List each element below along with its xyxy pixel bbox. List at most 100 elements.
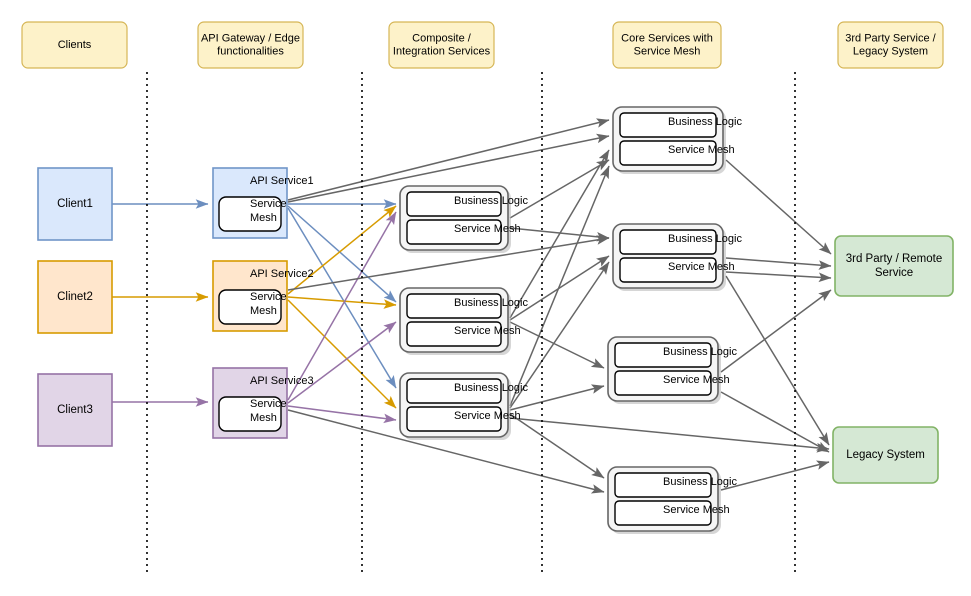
api-service-title-api2: API Service2 (250, 268, 314, 280)
business-logic-box (614, 342, 712, 368)
connector-api3-comp2 (287, 321, 397, 404)
business-logic-label-comp1: Business Logic (454, 195, 528, 207)
connector-api2-core2 (287, 235, 610, 291)
connector-api3-core4 (287, 409, 605, 494)
lane-header-box (612, 21, 722, 69)
connector-api2-comp3 (287, 299, 397, 409)
connector-comp3-legacy (509, 417, 830, 453)
connector-comp3-core3 (509, 384, 605, 411)
connector-comp3-core2 (509, 261, 610, 409)
connector-core2-3rd-b (725, 271, 832, 283)
service-mesh-label-comp1: Service Mesh (454, 223, 521, 235)
connector-api2-comp2 (287, 296, 397, 309)
lane-header-label-composite: Composite /Integration Services (393, 32, 491, 57)
connector-comp1-core1 (509, 159, 610, 219)
endpoint-node-legacy[interactable]: Legacy System (832, 426, 939, 484)
connector-api3-comp1 (287, 211, 397, 401)
client-node-client3[interactable]: Client3 (37, 373, 113, 447)
connector-core2-3rd-a (725, 257, 832, 270)
lane-header-box (837, 21, 944, 69)
service-mesh-box (406, 321, 502, 347)
connector-core3-3rd (720, 289, 832, 373)
lane-header-composite: Composite /Integration Services (388, 21, 495, 69)
lane-header-box (21, 21, 128, 69)
service-mesh-box (218, 289, 282, 325)
connector-comp2-core2 (509, 255, 610, 321)
business-logic-box (619, 229, 717, 255)
connector-core1-3rd (725, 159, 832, 255)
service-mesh-box (406, 406, 502, 432)
connector-core4-legacy (720, 460, 830, 491)
endpoint-box (832, 426, 939, 484)
connector-api1-comp2 (287, 205, 397, 303)
service-mesh-label-core2: Service Mesh (668, 261, 735, 273)
lane-header-thirdparty: 3rd Party Service /Legacy System (837, 21, 944, 69)
connector-api1-comp3 (287, 207, 397, 389)
service-mesh-label-comp2: Service Mesh (454, 325, 521, 337)
connector-comp3-core4 (509, 413, 605, 479)
service-mesh-box (218, 196, 282, 232)
lane-header-box (197, 21, 304, 69)
endpoint-label-legacy: Legacy System (846, 449, 925, 461)
client-label-client3: Client3 (57, 404, 93, 416)
client-node-client1[interactable]: Client1 (37, 167, 113, 241)
api-service-title-api1: API Service1 (250, 175, 314, 187)
service-mesh-box (619, 257, 717, 283)
connector-comp2-core3 (509, 321, 605, 369)
business-logic-label-core1: Business Logic (668, 116, 742, 128)
endpoint-box (834, 235, 954, 297)
service-mesh-label-core1: Service Mesh (668, 144, 735, 156)
service-mesh-label-core3: Service Mesh (663, 374, 730, 386)
client-node-client2[interactable]: Clinet2 (37, 260, 113, 334)
service-mesh-box (614, 370, 712, 396)
business-logic-label-comp3: Business Logic (454, 382, 528, 394)
connector-api2-comp1 (287, 205, 397, 295)
service-mesh-box (614, 500, 712, 526)
business-logic-box (406, 378, 502, 404)
lane-header-clients: Clients (21, 21, 128, 69)
business-logic-box (619, 112, 717, 138)
service-mesh-box (406, 219, 502, 245)
connector-api3-comp3 (287, 405, 397, 424)
connector-comp2-core1 (509, 149, 610, 319)
connector-api1-core2 (287, 133, 610, 203)
service-mesh-box (619, 140, 717, 166)
client-box (37, 167, 113, 241)
api-service-title-api3: API Service3 (250, 375, 314, 387)
connector-comp3-core1 (509, 165, 610, 407)
business-logic-box (406, 191, 502, 217)
connector-core3-legacy (720, 391, 830, 453)
business-logic-label-core4: Business Logic (663, 476, 737, 488)
connector-api1-core1 (287, 118, 610, 201)
lane-header-label-thirdparty: 3rd Party Service /Legacy System (845, 32, 936, 57)
business-logic-box (614, 472, 712, 498)
connector-core2-legacy (725, 275, 830, 446)
service-mesh-box (218, 396, 282, 432)
lane-header-label-clients: Clients (58, 39, 92, 51)
